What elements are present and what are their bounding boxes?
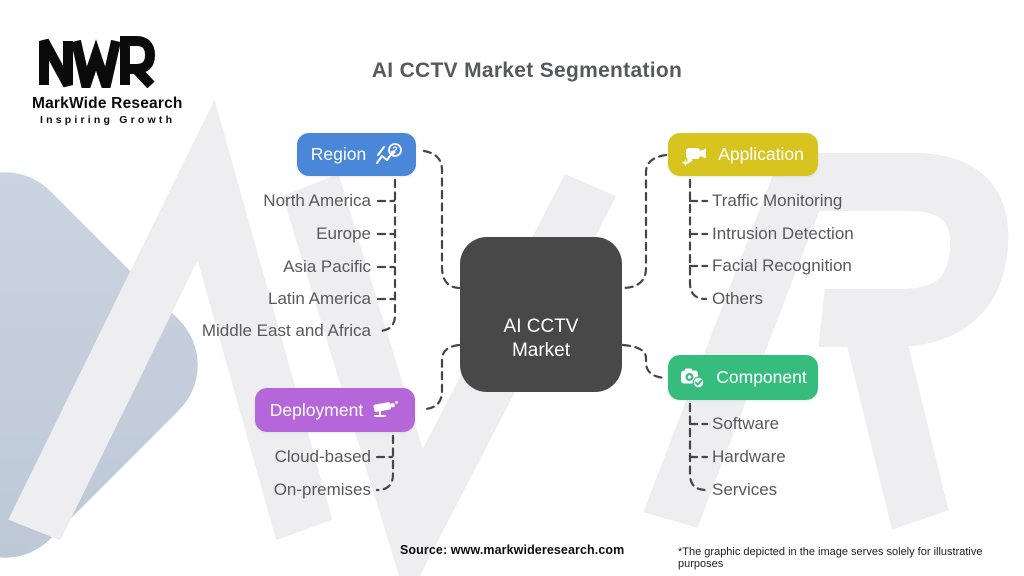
region-item: Middle East and Africa [201, 321, 371, 340]
svg-text:?: ? [392, 145, 398, 155]
component-item: Hardware [712, 447, 786, 466]
application-item: Traffic Monitoring [712, 191, 843, 210]
disclaimer-note: *The graphic depicted in the image serve… [678, 546, 983, 570]
branch-label-component: Component [716, 367, 807, 387]
chart-question-icon: ? [376, 142, 403, 164]
branch-pill-component: Component [668, 355, 818, 400]
markwide-logo: MarkWide Research Inspiring Growth [32, 36, 197, 126]
application-item: Facial Recognition [712, 256, 852, 275]
branch-label-deployment: Deployment [269, 399, 364, 420]
logo-tagline: Inspiring Growth [40, 114, 176, 126]
branch-label-region: Region [310, 144, 367, 164]
page-title: AI CCTV Market Segmentation [371, 59, 683, 82]
region-item: North America [263, 191, 371, 210]
branch-pill-application: Application [668, 133, 818, 176]
logo-name: MarkWide Research [32, 95, 183, 112]
center-node-line2: Market [511, 339, 571, 361]
branch-pill-deployment: Deployment [255, 388, 415, 432]
branch-label-application: Application [718, 144, 804, 164]
branch-pill-region: Region ? [297, 133, 416, 176]
cctv-camera-icon [373, 401, 399, 417]
component-item: Software [712, 414, 780, 433]
deployment-item: On-premises [273, 480, 371, 499]
component-item: Services [712, 480, 778, 499]
region-item: Asia Pacific [283, 257, 371, 276]
center-node: AI CCTV Market [460, 237, 622, 392]
region-item: Europe [316, 224, 371, 243]
camera-check-icon [681, 368, 705, 388]
source-note: Source: www.markwideresearch.com [400, 543, 625, 557]
deployment-item: Cloud-based [274, 447, 371, 466]
video-message-icon [682, 147, 707, 166]
mwr-logo-monogram [39, 36, 156, 104]
center-node-line1: AI CCTV [503, 315, 579, 337]
application-item: Intrusion Detection [712, 224, 854, 243]
region-item: Latin America [268, 289, 371, 308]
application-item: Others [712, 289, 764, 308]
